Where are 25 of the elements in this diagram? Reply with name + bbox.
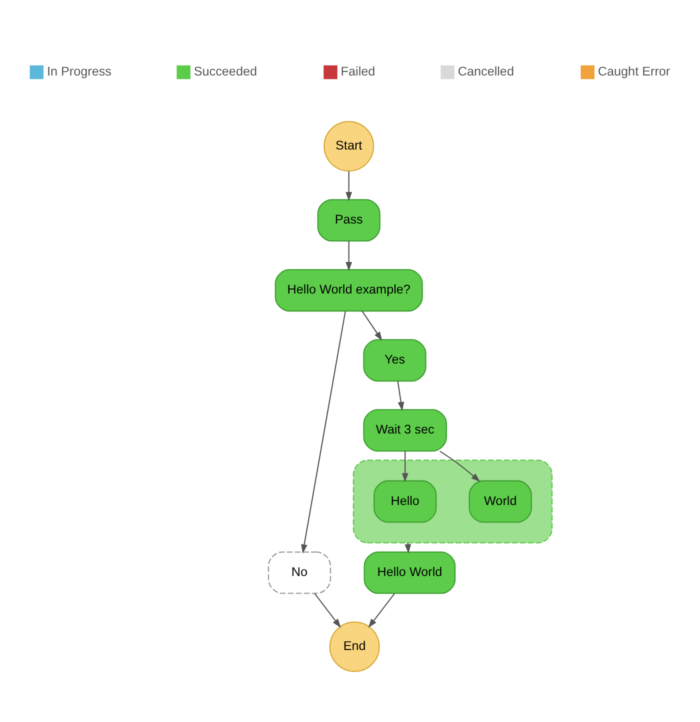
arrow xyxy=(439,450,480,482)
node-box: Hello xyxy=(374,480,437,522)
arrow xyxy=(346,170,352,201)
arrow xyxy=(402,450,408,482)
node-box: Pass xyxy=(317,198,380,242)
node-box: No xyxy=(268,550,332,594)
node-circle: Start xyxy=(324,120,374,172)
arrow xyxy=(368,592,396,628)
cluster xyxy=(352,459,553,543)
legend-label: Succeeded xyxy=(194,64,258,78)
arrow xyxy=(397,380,404,411)
arrow xyxy=(301,310,346,554)
legend-label: Failed xyxy=(340,64,376,78)
node-box: Yes xyxy=(363,338,426,382)
node-box: Wait 3 sec xyxy=(363,408,447,452)
arrow xyxy=(362,310,382,340)
node-box: World xyxy=(468,480,532,522)
node-circle: End xyxy=(329,620,380,672)
node-box: Hello World xyxy=(364,550,456,594)
arrow xyxy=(346,240,352,271)
node-box: Hello World example? xyxy=(274,268,423,312)
legend-label: Cancelled xyxy=(458,64,514,78)
legend-label: In Progress xyxy=(46,64,112,78)
arrow xyxy=(314,592,341,628)
legend-label: Caught Error xyxy=(598,64,670,78)
